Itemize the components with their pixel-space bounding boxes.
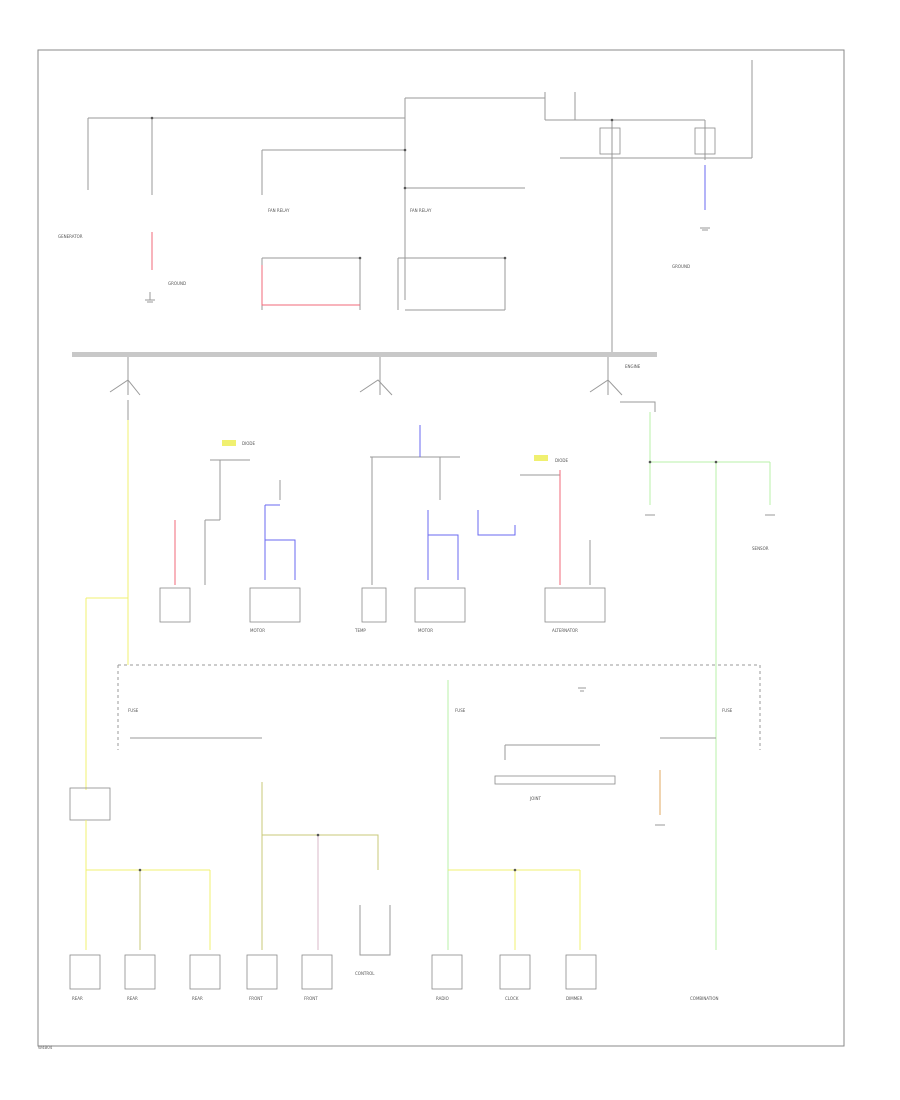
- bottom-1-label: REAR: [72, 996, 83, 1001]
- joint-conn-label: JOINT: [529, 796, 542, 801]
- bottom-4-label: FRONT: [249, 996, 263, 1001]
- diagram-frame: [37, 49, 845, 1047]
- fuse-1-label: FUSE: [128, 708, 139, 713]
- diode-yellow-label: DIODE: [242, 441, 255, 446]
- generator-label: GENERATOR: [58, 234, 83, 239]
- bottom-5-label: FRONT: [304, 996, 318, 1001]
- fuse-3-label: FUSE: [722, 708, 733, 713]
- fan-relay-2-label: FAN RELAY: [410, 208, 432, 213]
- coolant-temp-label: TEMP: [354, 628, 366, 633]
- diode-green-label: DIODE: [555, 458, 568, 463]
- bottom-8-label: CLOCK: [505, 996, 519, 1001]
- bottom-9-label: DIMMER: [566, 996, 583, 1001]
- ground-top-label: GROUND: [168, 281, 186, 286]
- ground-mid-label: GROUND: [672, 264, 690, 269]
- bottom-2-label: REAR: [127, 996, 138, 1001]
- bottom-7-label: RADIO: [436, 996, 449, 1001]
- middle-section: DIODE DIODE TEMP MOTOR MOTOR ALTERNATOR: [85, 379, 775, 950]
- main-bus: ENGINE: [72, 352, 657, 395]
- footer-code: W4B04: [38, 1045, 53, 1050]
- fuse-block: FUSE FUSE FUSE JOINT: [117, 664, 761, 801]
- bottom-10-label: COMBINATION: [690, 996, 719, 1001]
- sensor-label: SENSOR: [752, 546, 769, 551]
- wire-red-fan: [261, 265, 360, 306]
- engine-block-label: ENGINE: [625, 364, 641, 369]
- alternator-label: ALTERNATOR: [552, 628, 578, 633]
- bottom-6-label: CONTROL: [355, 971, 375, 976]
- motor-left-label: MOTOR: [250, 628, 265, 633]
- top-section: GENERATOR GROUND FAN RELAY FAN RELAY GRO…: [58, 60, 753, 355]
- motor-right-label: MOTOR: [418, 628, 433, 633]
- bottom-3-label: REAR: [192, 996, 203, 1001]
- fan-relay-1-label: FAN RELAY: [268, 208, 290, 213]
- fuse-2-label: FUSE: [455, 708, 466, 713]
- bottom-section: REAR REAR REAR FRONT FRONT CONTROL RADIO…: [69, 680, 719, 1001]
